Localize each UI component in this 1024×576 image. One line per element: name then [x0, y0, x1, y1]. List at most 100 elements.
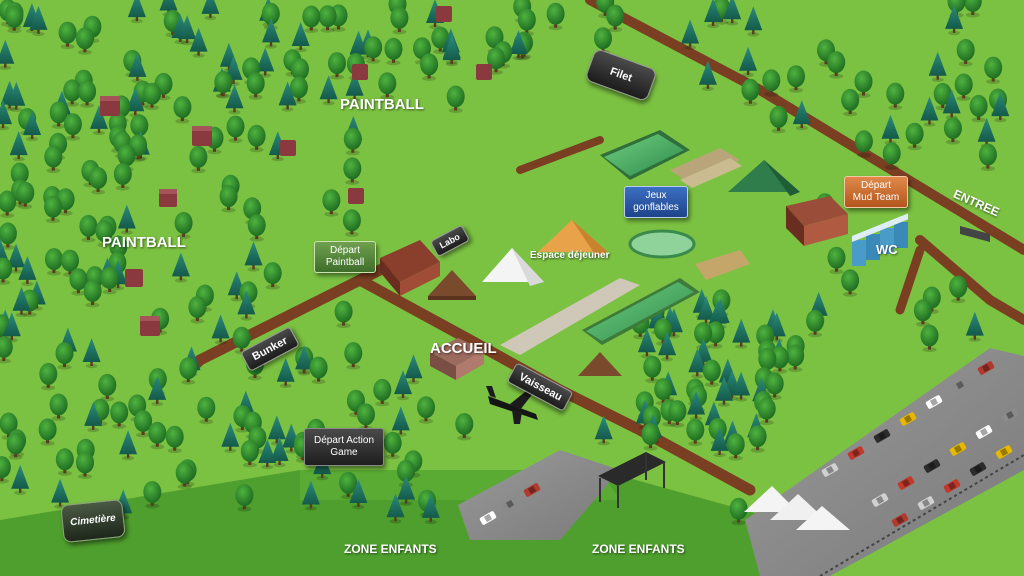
round-tree-icon: [641, 423, 660, 451]
round-tree-icon: [98, 373, 117, 402]
car-icon: [847, 446, 865, 460]
round-tree-icon: [748, 425, 767, 453]
round-tree-icon: [63, 113, 82, 141]
container-icon: [786, 196, 848, 246]
parking-lot-right: [745, 348, 1024, 576]
round-tree-icon: [956, 39, 975, 67]
pine-tree-icon: [881, 114, 900, 145]
sign-cimetiere: Cimetière: [60, 498, 126, 544]
round-tree-icon: [44, 248, 63, 276]
pine-tree-icon: [744, 6, 763, 37]
paintball-field-block-icon: [140, 316, 160, 336]
car-icon: [899, 412, 917, 426]
zone-label-zone-enfants-right: ZONE ENFANTS: [592, 542, 685, 556]
pine-tree-icon: [211, 314, 230, 345]
car-icon: [891, 513, 909, 527]
tent-icon: [428, 270, 476, 300]
round-tree-icon: [38, 418, 57, 446]
round-tree-icon: [769, 105, 788, 134]
car-icon: [523, 483, 541, 497]
round-tree-icon: [806, 309, 825, 338]
pine-tree-icon: [0, 39, 15, 70]
round-tree-icon: [328, 52, 346, 80]
round-tree-icon: [726, 433, 745, 461]
car-icon: [949, 442, 967, 456]
round-tree-icon: [78, 80, 97, 108]
round-tree-icon: [189, 145, 208, 174]
round-tree-icon: [455, 413, 474, 441]
round-tree-icon: [841, 269, 860, 297]
shelter: [598, 452, 666, 508]
round-tree-icon: [58, 21, 77, 50]
paintball-field-block-icon: [125, 269, 143, 287]
pine-tree-icon: [11, 464, 30, 495]
sign-depart-action-game-label: Départ Action Game: [313, 435, 375, 458]
pool-icon: [628, 229, 696, 259]
sign-jeux-gonflables: Jeux gonflables: [624, 186, 688, 218]
round-tree-icon: [55, 342, 74, 370]
car-icon: [925, 395, 943, 409]
tent-icon: [482, 248, 544, 286]
round-tree-icon: [390, 6, 409, 35]
round-tree-icon: [39, 362, 58, 391]
car-icon: [977, 361, 995, 375]
round-tree-icon: [943, 117, 962, 145]
round-tree-icon: [110, 401, 129, 429]
round-tree-icon: [342, 209, 361, 237]
sign-espace-dejeuner: Espace déjeuner: [530, 250, 610, 261]
round-tree-icon: [920, 324, 939, 353]
car-icon: [923, 459, 941, 473]
pool-icon: [604, 134, 684, 176]
round-tree-icon: [949, 275, 968, 304]
round-tree-icon: [165, 425, 184, 454]
sign-depart-paintball-label: Départ Paintball: [325, 245, 365, 268]
car-icon: [975, 425, 993, 439]
round-tree-icon: [517, 8, 536, 37]
car-icon: [995, 445, 1013, 459]
round-tree-icon: [0, 190, 17, 218]
sign-depart-paintball: Départ Paintball: [314, 241, 376, 273]
round-tree-icon: [546, 2, 565, 31]
round-tree-icon: [787, 65, 805, 93]
round-tree-icon: [786, 344, 805, 372]
round-tree-icon: [247, 214, 266, 242]
round-tree-icon: [373, 378, 392, 407]
pine-tree-icon: [276, 357, 295, 388]
round-tree-icon: [197, 396, 216, 425]
round-tree-icon: [247, 124, 266, 153]
tents: [428, 160, 850, 530]
zone-label-wc: WC: [876, 242, 898, 257]
round-tree-icon: [984, 56, 1003, 85]
pine-tree-icon: [404, 354, 423, 385]
round-tree-icon: [841, 88, 860, 117]
tent-icon: [538, 220, 608, 256]
round-tree-icon: [886, 82, 905, 111]
pine-tree-icon: [201, 0, 220, 21]
round-tree-icon: [686, 418, 705, 447]
walkway: [500, 278, 640, 355]
round-tree-icon: [83, 280, 102, 308]
car-icon: [943, 479, 961, 493]
container-icon: [380, 240, 440, 296]
round-tree-icon: [113, 163, 132, 191]
round-tree-icon: [384, 37, 403, 66]
pine-tree-icon: [171, 252, 190, 283]
paintball-field-block-icon: [348, 188, 364, 204]
pine-tree-icon: [127, 0, 146, 24]
parking-lot-left: [458, 450, 620, 540]
round-tree-icon: [0, 456, 11, 484]
round-tree-icon: [954, 73, 973, 101]
tent-icon: [744, 486, 850, 530]
round-tree-icon: [89, 167, 108, 195]
round-tree-icon: [173, 96, 192, 124]
round-tree-icon: [905, 122, 924, 151]
paintball-field-block-icon: [352, 64, 368, 80]
round-tree-icon: [757, 397, 776, 426]
car-icon: [821, 463, 839, 477]
car-icon: [1001, 408, 1019, 422]
round-tree-icon: [226, 115, 245, 144]
round-tree-icon: [364, 36, 383, 64]
paintball-field-block-icon: [280, 140, 296, 156]
pine-tree-icon: [732, 318, 751, 349]
